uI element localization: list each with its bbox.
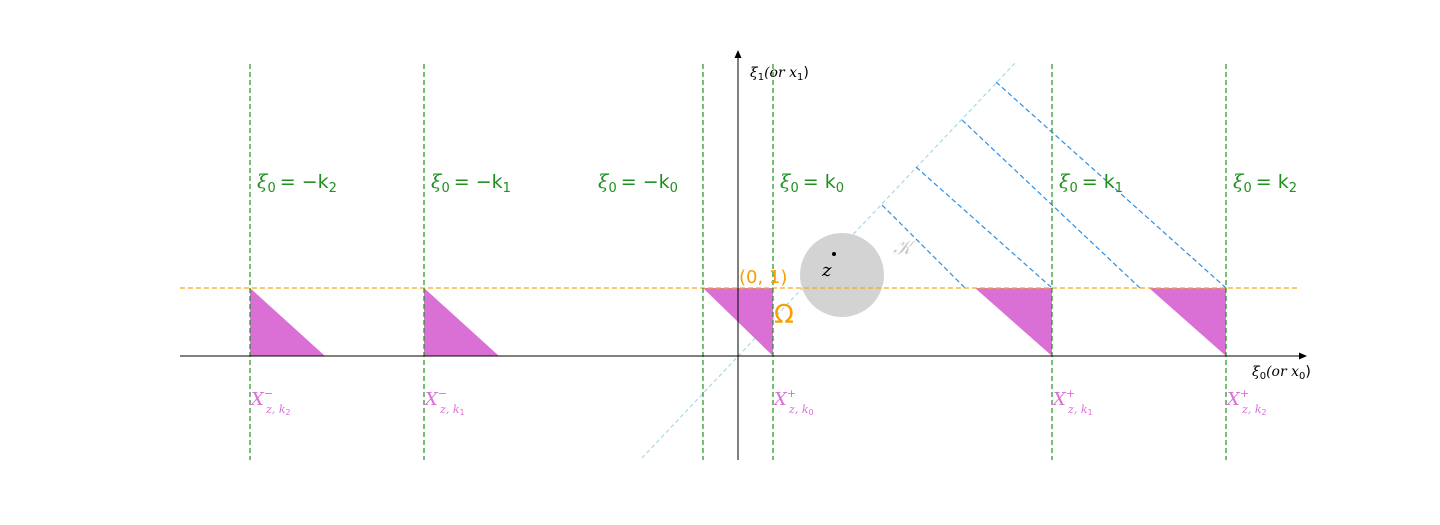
kappa-label: 𝒦 [893,235,918,259]
diagonal-line [915,166,1053,289]
diagonal-lines [881,81,1227,289]
set-label: X+z, k1 [1051,387,1093,417]
vertical-lines [249,64,1227,460]
diagonal-line [961,119,1141,289]
triangles [250,288,1226,356]
triangle-x-minus-k2 [250,288,325,356]
vertical-label: ξ0= k1 [1059,171,1123,196]
vertical-label: ξ0= −k1 [431,171,511,196]
set-label: X+z, k2 [1225,387,1267,417]
diagonal-line [995,81,1227,289]
disc [800,233,884,317]
z-label: z [821,260,832,281]
point-label: (0, 1) [739,267,787,288]
y-axis-arrow [734,50,742,58]
vertical-label: ξ0= k0 [780,171,844,196]
omega-label: Ω [774,300,794,330]
set-label: X−z, k2 [249,387,291,417]
triangle-x-plus-k2 [1149,288,1226,356]
set-label: X+z, k0 [772,387,814,417]
vertical-labels: ξ0= −k2 ξ0= −k1 ξ0= −k0 ξ0= k0 ξ0= k1 ξ0… [257,171,1297,196]
triangle-x-minus-k1 [424,288,499,356]
vertical-label: ξ0= k2 [1233,171,1297,196]
x-axis-label: ξ0(or x0) [1252,364,1311,382]
z-point [832,252,836,256]
x-axis-arrow [1299,352,1307,360]
set-labels: X−z, k2 X−z, k1 X+z, k0 X+z, k1 X+z, k2 [249,387,1267,417]
set-label: X−z, k1 [423,387,465,417]
y-axis-label: ξ1(or x1) [750,65,809,83]
vertical-label: ξ0= −k2 [257,171,337,196]
triangle-x-plus-k1 [975,288,1052,356]
vertical-label: ξ0= −k0 [598,171,678,196]
diagonal-line [881,204,966,289]
